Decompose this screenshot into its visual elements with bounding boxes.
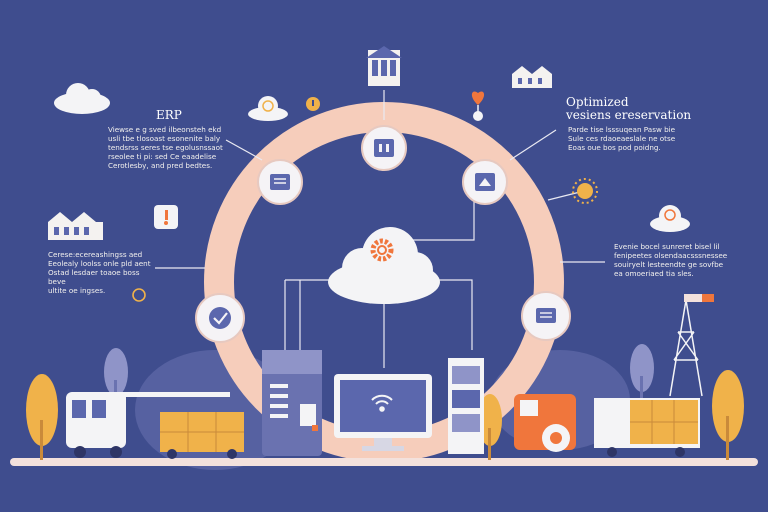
tree-icon (630, 344, 654, 406)
heart-icon (471, 91, 485, 121)
text-line: tendsrss seres tse egolusnssaot (108, 143, 223, 152)
document-icon (536, 308, 556, 323)
text-line: Ostad lesdaer toaoe boss beve (48, 268, 140, 286)
text-line: Evenie bocel sunreret bisel lil (614, 242, 720, 251)
left-lower-description: Cerese:ecereashingss aed Eeolealy loolss… (48, 250, 158, 295)
connector-lines (155, 90, 605, 368)
chart-icon (270, 174, 290, 190)
truck-icon (514, 394, 576, 452)
tree-icon (712, 370, 744, 460)
ring-node-left-upper[interactable] (257, 159, 303, 205)
cloud-icon (54, 83, 110, 114)
ring-node-top[interactable] (361, 125, 407, 171)
erp-title: ERP (156, 108, 182, 122)
ring-node-right-upper[interactable] (462, 159, 508, 205)
title-line: vesiens ereservation (566, 108, 692, 122)
lightbulb-icon (306, 97, 320, 111)
text-line: Eeolealy loolss onle pld aent (48, 259, 151, 268)
bus-icon (66, 392, 230, 458)
location-icon (132, 288, 146, 302)
text-line: Viewse e g sved ilbeonsteh ekd (108, 125, 222, 134)
cloud-icon (650, 205, 690, 232)
optimized-title: Optimized vesiens ereservation (566, 96, 691, 122)
document-icon (374, 139, 394, 157)
text-line: fenipeetes olsendaacsssnessee (614, 251, 728, 260)
sun-icon (572, 178, 598, 204)
text-line: ultite oe ingses. (48, 286, 106, 295)
right-lower-description: Evenie bocel sunreret bisel lil fenipeet… (614, 242, 739, 278)
lightbulb-icon (154, 205, 178, 229)
tree-icon (26, 374, 58, 460)
wifi-icon (371, 394, 393, 412)
factory-icon (512, 66, 552, 88)
bookshelf-icon (448, 358, 484, 454)
cloud-icon (248, 96, 288, 121)
text-line: usli tbe tlosoast esonenite baly (108, 134, 221, 143)
text-line: souiryelt lesteendte ge sovfbe (614, 260, 724, 269)
building-icon (366, 46, 402, 86)
gear-icon (370, 238, 394, 262)
title-line: Optimized (566, 95, 629, 109)
text-line: Parde tise lsssuqean Pasw bie (568, 125, 676, 134)
erp-description: Viewse e g sved ilbeonsteh ekd usli tbe … (108, 125, 228, 170)
optimized-description: Parde tise lsssuqean Pasw bie Sule ces r… (568, 125, 698, 152)
ring-node-left-lower[interactable] (195, 293, 245, 343)
checkmark-icon (209, 307, 231, 329)
tower-icon (669, 294, 714, 397)
shipping-container (594, 398, 700, 457)
text-line: rseolee ti pi: sed Ce eaadelise (108, 152, 217, 161)
ground-line (10, 458, 758, 466)
text-line: Sule ces rdaoeaeslale ne otse (568, 134, 676, 143)
cargo-crates (160, 412, 244, 459)
text-line: Cerotlesby, and pred bedtes. (108, 161, 213, 170)
monitor-icon[interactable] (334, 374, 432, 451)
text-line: Cerese:ecereashingss aed (48, 250, 143, 259)
text-line: ea omoeriaed tia sles. (614, 269, 694, 278)
factory-icon (48, 212, 103, 240)
ring-node-right-lower[interactable] (521, 291, 571, 341)
text-line: Eoas oue bos pod poidng. (568, 143, 661, 152)
server-icon (262, 350, 322, 456)
cloud-icon (328, 227, 440, 304)
